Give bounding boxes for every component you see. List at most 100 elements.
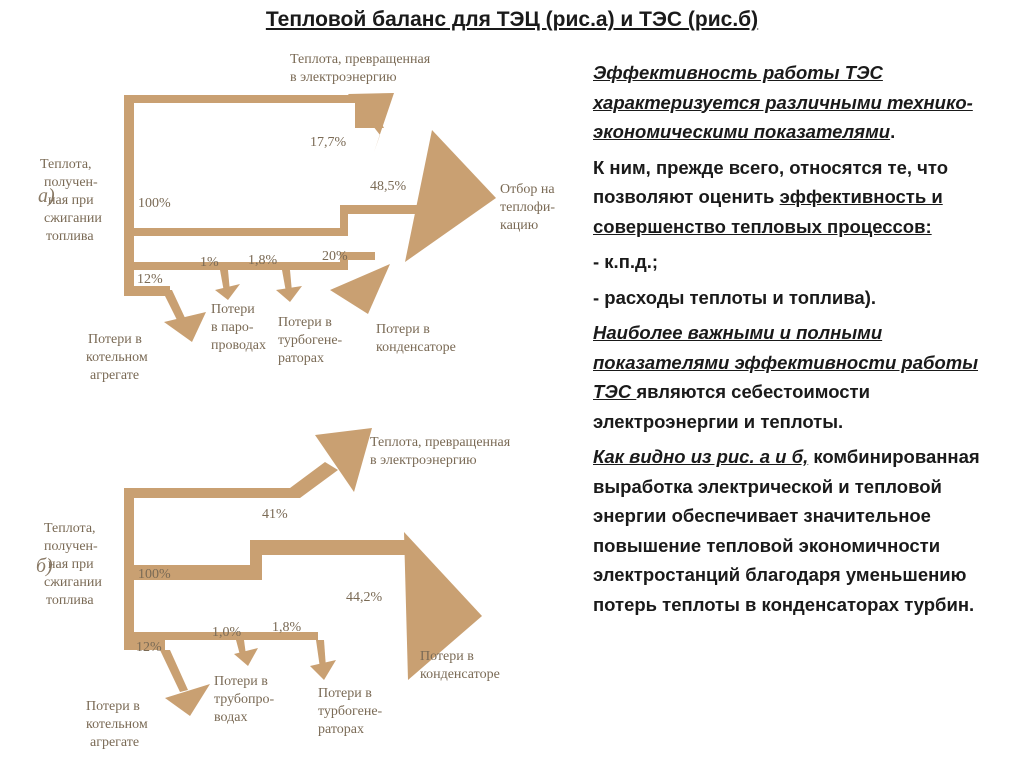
pct-turbo-a: 1,8%	[248, 253, 278, 268]
svg-text:конденсаторе: конденсаторе	[420, 667, 500, 682]
svg-text:сжигании: сжигании	[44, 575, 102, 590]
label-condenser-loss-b: Потери в конденсаторе	[420, 649, 500, 682]
flow-heating-a	[134, 205, 440, 236]
pct-pipes-b: 1,0%	[212, 625, 242, 640]
pct-total-a: 100%	[138, 196, 171, 211]
text-as-seen: Как видно из рис. а и б,	[593, 446, 809, 467]
label-source-b: Теплота, получен- ная при сжигании топли…	[44, 521, 102, 608]
arrow-boiler-loss-a	[164, 312, 206, 342]
paragraph-efficiency: Эффективность работы ТЭС характеризуется…	[593, 62, 973, 142]
pct-heating-a: 48,5%	[370, 179, 407, 194]
svg-text:сжигании: сжигании	[44, 211, 102, 226]
svg-text:топлива: топлива	[46, 229, 94, 244]
svg-text:Потери: Потери	[211, 302, 255, 317]
label-turbo-loss-a: Потери в турбогене- раторах	[278, 315, 343, 366]
paragraph-conclusion: Как видно из рис. а и б, комбинированная…	[593, 446, 980, 615]
svg-text:раторах: раторах	[278, 351, 324, 366]
paragraph-cost: Наиболее важными и полными показателями …	[593, 322, 979, 432]
svg-text:получен-: получен-	[44, 539, 98, 554]
svg-text:трубопро-: трубопро-	[214, 692, 275, 707]
label-electricity-a: Теплота, превращенная в электроэнергию	[290, 52, 431, 85]
svg-text:Потери в: Потери в	[214, 674, 268, 689]
pct-condenser-b: 44,2%	[346, 590, 383, 605]
svg-text:в электроэнергию: в электроэнергию	[290, 70, 397, 85]
svg-text:Потери в: Потери в	[420, 649, 474, 664]
svg-text:Теплота, превращенная: Теплота, превращенная	[370, 435, 511, 450]
svg-text:конденсаторе: конденсаторе	[376, 340, 456, 355]
diagram-b-letter: б)	[36, 555, 53, 577]
svg-text:агрегате: агрегате	[90, 368, 139, 383]
svg-text:турбогене-: турбогене-	[318, 704, 383, 719]
label-pipes-loss-a: Потери в паро- проводах	[211, 302, 266, 353]
flow-bottom-b	[134, 632, 318, 640]
pct-boiler-a: 12%	[137, 272, 163, 287]
svg-text:Потери в: Потери в	[88, 332, 142, 347]
flow-source-trunk-a	[124, 95, 384, 296]
svg-text:ная при: ная при	[48, 193, 94, 208]
svg-text:топлива: топлива	[46, 593, 94, 608]
label-condenser-loss-a: Потери в конденсаторе	[376, 322, 456, 355]
svg-text:получен-: получен-	[44, 175, 98, 190]
svg-text:Потери в: Потери в	[318, 686, 372, 701]
svg-text:Потери в: Потери в	[86, 699, 140, 714]
label-boiler-loss-a: Потери в котельном агрегате	[86, 332, 148, 383]
arrow-condenser-a	[330, 264, 390, 314]
paragraph-consumption: - расходы теплоты и топлива).	[593, 286, 877, 308]
svg-text:раторах: раторах	[318, 722, 364, 737]
text-important-indicators: Наиболее важными и полными показателями …	[593, 322, 979, 402]
flow-bottom-a	[134, 252, 375, 270]
arrow-pipes-loss-a	[215, 284, 240, 300]
svg-text:теплофи-: теплофи-	[500, 200, 555, 215]
arrow-boiler-loss-b	[165, 684, 210, 716]
arrow-turbo-loss-b	[310, 660, 336, 680]
svg-text:Отбор на: Отбор на	[500, 182, 555, 197]
svg-text:Теплота, превращенная: Теплота, превращенная	[290, 52, 431, 67]
paragraph-kpd: - к.п.д.;	[593, 251, 659, 272]
label-boiler-loss-b: Потери в котельном агрегате	[86, 699, 148, 750]
description-text: Эффективность работы ТЭС характеризуется…	[593, 58, 1018, 625]
arrow-pipes-loss-b	[234, 648, 258, 666]
svg-text:Теплота,: Теплота,	[44, 521, 96, 536]
svg-text:Потери в: Потери в	[376, 322, 430, 337]
flow-condenser-b	[134, 540, 410, 580]
pct-turbo-b: 1,8%	[272, 620, 302, 635]
pct-electricity-b: 41%	[262, 507, 288, 522]
flow-source-trunk-b	[124, 462, 338, 650]
arrow-electricity-a	[348, 93, 394, 152]
svg-text:в электроэнергию: в электроэнергию	[370, 453, 477, 468]
svg-text:Потери в: Потери в	[278, 315, 332, 330]
svg-text:водах: водах	[214, 710, 247, 725]
pct-total-b: 100%	[138, 567, 171, 582]
svg-text:котельном: котельном	[86, 350, 148, 365]
pct-condenser-a: 20%	[322, 249, 348, 264]
arrow-heating-a	[405, 130, 496, 262]
heat-balance-diagrams: а) Теплота, получен- ная при сжигании то…	[36, 52, 555, 750]
pct-pipes-a: 1%	[200, 255, 219, 270]
flow-turbo-loss-a	[282, 270, 292, 292]
flow-turbo-loss-b	[316, 640, 326, 668]
arrow-condenser-b	[404, 532, 482, 680]
paragraph-indicators: К ним, прежде всего, относятся те, что п…	[593, 156, 949, 237]
svg-text:турбогене-: турбогене-	[278, 333, 343, 348]
arrow-electricity-b	[315, 428, 372, 492]
svg-text:проводах: проводах	[211, 338, 266, 353]
diagram-a-letter: а)	[38, 185, 55, 207]
svg-text:котельном: котельном	[86, 717, 148, 732]
page-title: Тепловой баланс для ТЭЦ (рис.а) и ТЭС (р…	[265, 8, 759, 31]
arrow-turbo-loss-a	[276, 286, 302, 302]
label-heating-a: Отбор на теплофи- кацию	[500, 182, 555, 233]
text-thermal-processes: эффективность и совершенство тепловых пр…	[593, 186, 943, 237]
sankey-diagram-a	[124, 93, 496, 342]
pct-electricity-a: 17,7%	[310, 135, 347, 150]
sankey-diagram-b	[124, 428, 482, 716]
svg-text:агрегате: агрегате	[90, 735, 139, 750]
flow-pipes-loss-a	[220, 270, 230, 292]
label-source-a: Теплота, получен- ная при сжигании топли…	[40, 157, 102, 244]
flow-boiler-loss-a	[162, 290, 186, 322]
text-efficiency-intro: Эффективность работы ТЭС характеризуется…	[593, 62, 973, 142]
svg-text:ная при: ная при	[48, 557, 94, 572]
flow-boiler-loss-b	[160, 650, 188, 692]
label-electricity-b: Теплота, превращенная в электроэнергию	[370, 435, 511, 468]
svg-text:в паро-: в паро-	[211, 320, 254, 335]
pct-boiler-b: 12%	[136, 640, 162, 655]
